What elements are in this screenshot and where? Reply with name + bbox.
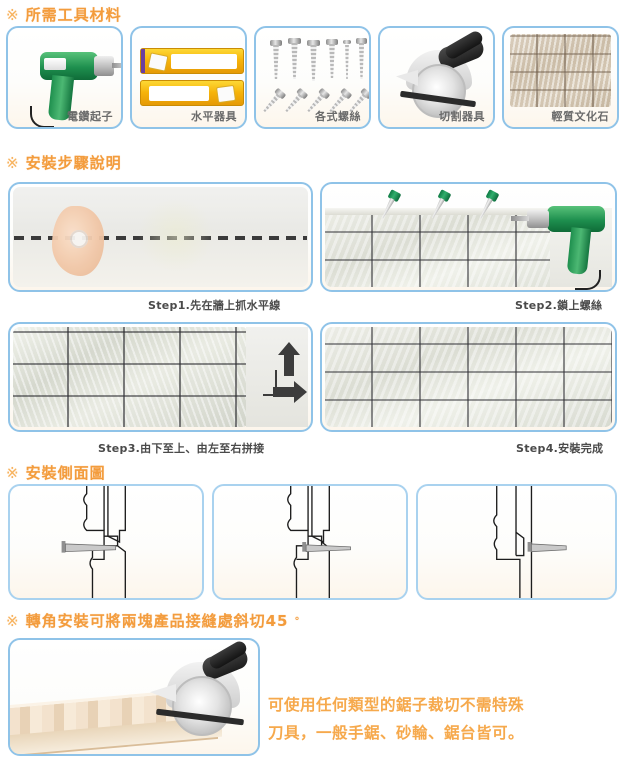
note-line-1: 可使用任何類型的鋸子裁切不需特殊 (268, 696, 525, 714)
cross-section-drawing (493, 486, 567, 598)
circular-saw-icon (150, 640, 256, 744)
screw-icon (527, 542, 567, 553)
tool-label: 水平器具 (191, 110, 237, 123)
tool-label: 輕質文化石 (551, 110, 609, 123)
tool-card-spirit-level: 水平器具 (130, 26, 247, 129)
arrow-right-icon (273, 381, 307, 403)
tool-card-culture-stone: 輕質文化石 (502, 26, 619, 129)
step-caption-4: Step4.安裝完成 (516, 442, 604, 455)
step-illustration-3 (8, 322, 313, 432)
tool-label: 切割器具 (439, 110, 485, 123)
step-caption-3: Step3.由下至上、由左至右拼接 (98, 442, 265, 455)
asterisk-mark-icon: ※ (6, 6, 20, 24)
tool-card-screws: 各式螺絲 (254, 26, 371, 129)
screw-icon (302, 542, 351, 553)
section-title-corner: 轉角安裝可將兩塊產品接縫處斜切45 (25, 612, 289, 630)
side-view-diagram-3 (416, 484, 617, 600)
stone-wall (325, 327, 612, 427)
arrow-up-icon (278, 342, 300, 376)
circular-saw-icon (384, 28, 489, 118)
step-caption-2: Step2.鎖上螺絲 (515, 299, 603, 312)
section-title-tools: 所需工具材料 (25, 6, 122, 24)
side-view-diagram-1 (8, 484, 204, 600)
note-line-2: 刀具，一般手鋸、砂輪、鋸台皆可。 (268, 724, 525, 742)
asterisk-mark-icon: ※ (6, 612, 20, 630)
section-heading-corner: ※ 轉角安裝可將兩塊產品接縫處斜切45 ° (0, 614, 300, 629)
section-heading-steps: ※ 安裝步驟說明 (0, 156, 122, 171)
cross-section-drawing (61, 486, 126, 598)
spirit-level-icon (136, 32, 244, 109)
tools-list: 電鑽起子 水平器具 (6, 26, 619, 129)
tool-card-power-drill: 電鑽起子 (6, 26, 123, 129)
power-drill-icon (12, 32, 121, 127)
hand-icon (52, 206, 104, 276)
step-illustration-1 (8, 182, 313, 292)
corner-cut-illustration (8, 638, 260, 756)
power-drill-icon (511, 200, 611, 290)
asterisk-mark-icon: ※ (6, 464, 20, 482)
tool-label: 各式螺絲 (315, 110, 361, 123)
side-view-diagram-2 (212, 484, 408, 600)
section-heading-sideview: ※ 安裝側面圖 (0, 466, 106, 481)
degree-symbol: ° (294, 615, 301, 627)
section-heading-tools: ※ 所需工具材料 (0, 8, 122, 23)
screw-icon (61, 541, 117, 553)
tool-card-circular-saw: 切割器具 (378, 26, 495, 129)
step-illustration-4 (320, 322, 617, 432)
step-illustration-2 (320, 182, 617, 292)
culture-stone-icon (510, 34, 611, 107)
tool-label: 電鑽起子 (67, 110, 113, 123)
section-title-sideview: 安裝側面圖 (25, 464, 106, 482)
asterisk-mark-icon: ※ (6, 154, 20, 172)
corner-cut-note: 可使用任何類型的鋸子裁切不需特殊 刀具，一般手鋸、砂輪、鋸台皆可。 (268, 691, 620, 747)
step-caption-1: Step1.先在牆上抓水平線 (148, 299, 281, 312)
screws-icon (260, 32, 369, 109)
section-title-steps: 安裝步驟說明 (25, 154, 122, 172)
cross-section-drawing (287, 486, 351, 598)
stone-wall (13, 327, 249, 427)
